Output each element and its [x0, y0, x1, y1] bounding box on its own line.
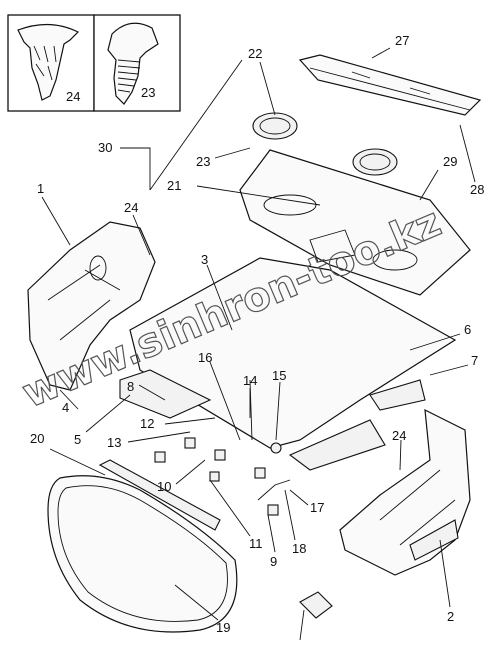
callout-10: 10 [157, 479, 171, 494]
callout-15: 15 [272, 368, 286, 383]
callout-14: 14 [243, 373, 257, 388]
callout-22: 22 [248, 46, 262, 61]
callout-28: 28 [470, 182, 484, 197]
callout-4: 4 [62, 400, 69, 415]
callout-27: 27 [395, 33, 409, 48]
callout-29: 29 [443, 154, 457, 169]
leader-lines [41, 47, 476, 621]
callout-11: 11 [249, 536, 263, 551]
small-hardware-items [154, 379, 333, 641]
callout-3: 3 [201, 252, 208, 267]
callout-labels: 1 24 3 22 30 23 21 27 29 28 6 7 16 14 15… [30, 33, 484, 635]
trunk-lid-seal [47, 475, 238, 633]
callout-5: 5 [74, 432, 81, 447]
rear-parcel-shelf [239, 54, 482, 296]
inset-screw-box [93, 14, 181, 112]
callout-9: 9 [270, 554, 277, 569]
callout-17: 17 [310, 500, 324, 515]
left-trunk-side-trim [27, 221, 156, 391]
callout-24-right: 24 [392, 428, 406, 443]
callout-6: 6 [464, 322, 471, 337]
callout-1: 1 [37, 181, 44, 196]
callout-2: 2 [447, 609, 454, 624]
callout-24-left: 24 [124, 200, 138, 215]
callout-7: 7 [471, 353, 478, 368]
floor-panel-pieces [119, 369, 426, 471]
inset-clip-box [7, 14, 95, 112]
trunk-lid-reinforcement-strip [98, 459, 221, 531]
callout-12: 12 [140, 416, 154, 431]
callout-inset-23: 23 [141, 85, 155, 100]
callout-inset-24: 24 [66, 89, 80, 104]
callout-30: 30 [98, 140, 112, 155]
callout-16: 16 [198, 350, 212, 365]
callout-23-shelf: 23 [196, 154, 210, 169]
callout-8: 8 [127, 379, 134, 394]
callout-13: 13 [107, 435, 121, 450]
callout-20: 20 [30, 431, 44, 446]
callout-18: 18 [292, 541, 306, 556]
callout-21: 21 [167, 178, 181, 193]
callout-19: 19 [216, 620, 230, 635]
right-trunk-side-trim [339, 408, 471, 576]
